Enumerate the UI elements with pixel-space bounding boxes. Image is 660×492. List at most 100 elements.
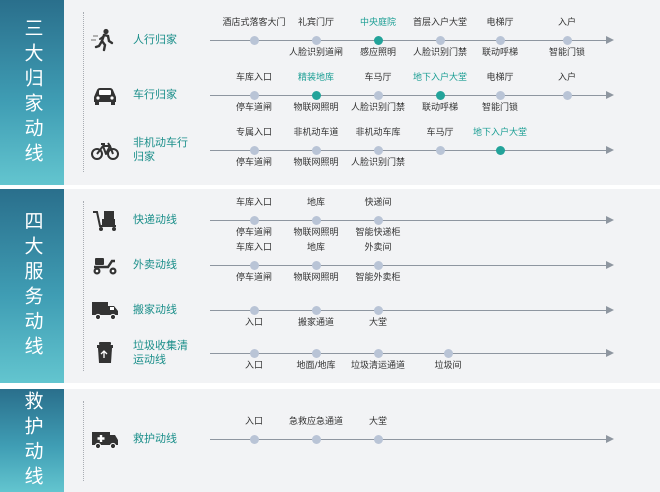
flow-node — [435, 36, 445, 45]
node-label-bottom: 联动呼梯 — [421, 103, 459, 113]
flow-node — [311, 435, 321, 444]
arrow-head-icon — [606, 216, 614, 224]
node-label-bottom: 物联网照明 — [293, 158, 339, 168]
node-label-top: 入户 — [557, 73, 577, 83]
arrow-head-icon — [606, 261, 614, 269]
flow-node — [311, 91, 321, 100]
node-label-bottom: 停车道闸 — [235, 228, 273, 238]
flow-line — [210, 150, 610, 151]
node-label-top: 车库入口 — [235, 243, 273, 253]
flow-node — [311, 306, 321, 315]
node-label-bottom: 人脸识别门禁 — [412, 48, 468, 58]
flow-node — [562, 91, 572, 100]
node-label-top: 车马厅 — [364, 73, 392, 83]
flow-node — [373, 146, 383, 155]
node-label-top: 礼宾门厅 — [297, 18, 335, 28]
node-label-top: 非机动车道 — [293, 128, 339, 138]
node-label-top: 非机动车库 — [355, 128, 401, 138]
trash-bin-icon — [90, 341, 120, 365]
flow-node — [495, 146, 505, 155]
node-label-bottom: 感应照明 — [359, 48, 397, 58]
node-label-top: 快递间 — [364, 198, 392, 208]
node-label-bottom: 停车道闸 — [235, 158, 273, 168]
node-label-bottom: 停车道闸 — [235, 273, 273, 283]
flow-node — [495, 36, 505, 45]
node-label-bottom: 入口 — [244, 361, 264, 371]
section-title: 四大服务动线 — [21, 211, 44, 361]
flow-node — [373, 306, 383, 315]
flow-node — [373, 261, 383, 270]
arrow-head-icon — [606, 306, 614, 314]
node-label-top: 酒店式落客大门 — [222, 18, 286, 28]
flow-node — [249, 36, 259, 45]
row-label: 人行归家 — [133, 33, 177, 46]
flow-node — [373, 36, 383, 45]
node-label-bottom: 智能门锁 — [481, 103, 519, 113]
divider — [83, 12, 84, 172]
node-label-top: 车库入口 — [235, 198, 273, 208]
node-label-bottom: 人脸识别道闸 — [288, 48, 344, 58]
flow-node — [311, 216, 321, 225]
flow-line — [210, 40, 610, 41]
node-label-top: 外卖间 — [364, 243, 392, 253]
node-label-bottom: 智能外卖柜 — [355, 273, 401, 283]
scooter-icon — [90, 253, 120, 277]
node-label-bottom: 智能快递柜 — [355, 228, 401, 238]
delivery-cart-icon — [90, 208, 120, 232]
moving-truck-icon — [90, 298, 120, 322]
node-label-top: 专属入口 — [235, 128, 273, 138]
flow-node — [311, 349, 321, 358]
flow-node — [249, 146, 259, 155]
node-label-top: 大堂 — [368, 417, 388, 427]
arrow-head-icon — [606, 435, 614, 443]
arrow-head-icon — [606, 349, 614, 357]
node-label-top: 首层入户大堂 — [412, 18, 468, 28]
node-label-bottom: 联动呼梯 — [481, 48, 519, 58]
flow-node — [249, 216, 259, 225]
node-label-bottom: 物联网照明 — [293, 228, 339, 238]
arrow-head-icon — [606, 146, 614, 154]
node-label-bottom: 人脸识别门禁 — [350, 158, 406, 168]
section-side-bar: 四大服务动线 — [0, 189, 64, 383]
node-label-top: 精装地库 — [297, 73, 335, 83]
flow-node — [373, 91, 383, 100]
section-side-bar: 救护动线 — [0, 389, 64, 492]
row-label: 外卖动线 — [133, 258, 177, 271]
node-label-top: 入口 — [244, 417, 264, 427]
car-icon — [90, 83, 120, 107]
divider — [83, 401, 84, 481]
row-label: 搬家动线 — [133, 303, 177, 316]
node-label-bottom: 搬家通道 — [297, 318, 335, 328]
node-label-top: 入户 — [557, 18, 577, 28]
arrow-head-icon — [606, 36, 614, 44]
node-label-bottom: 地面/地库 — [296, 361, 336, 371]
flow-node — [443, 349, 453, 358]
node-label-bottom: 物联网照明 — [293, 103, 339, 113]
flow-node — [311, 36, 321, 45]
node-label-top: 地下入户大堂 — [472, 128, 528, 138]
node-label-top: 急救应急通道 — [288, 417, 344, 427]
flow-node — [562, 36, 572, 45]
flow-node — [249, 349, 259, 358]
node-label-top: 地库 — [306, 243, 326, 253]
node-label-top: 电梯厅 — [486, 18, 514, 28]
section-side-bar: 三大归家动线 — [0, 0, 64, 185]
flow-node — [249, 435, 259, 444]
section-title: 救护动线 — [21, 390, 44, 491]
flow-node — [435, 146, 445, 155]
node-label-bottom: 大堂 — [368, 318, 388, 328]
flow-node — [435, 91, 445, 100]
row-label: 快递动线 — [133, 213, 177, 226]
flow-node — [373, 216, 383, 225]
node-label-bottom: 人脸识别门禁 — [350, 103, 406, 113]
flow-node — [495, 91, 505, 100]
section-title: 三大归家动线 — [21, 17, 44, 168]
node-label-top: 地库 — [306, 198, 326, 208]
node-label-bottom: 入口 — [244, 318, 264, 328]
ambulance-icon — [90, 427, 120, 451]
row-label: 非机动车行归家 — [133, 136, 188, 163]
flow-node — [249, 306, 259, 315]
flow-node — [373, 349, 383, 358]
node-label-bottom: 物联网照明 — [293, 273, 339, 283]
flow-node — [373, 435, 383, 444]
